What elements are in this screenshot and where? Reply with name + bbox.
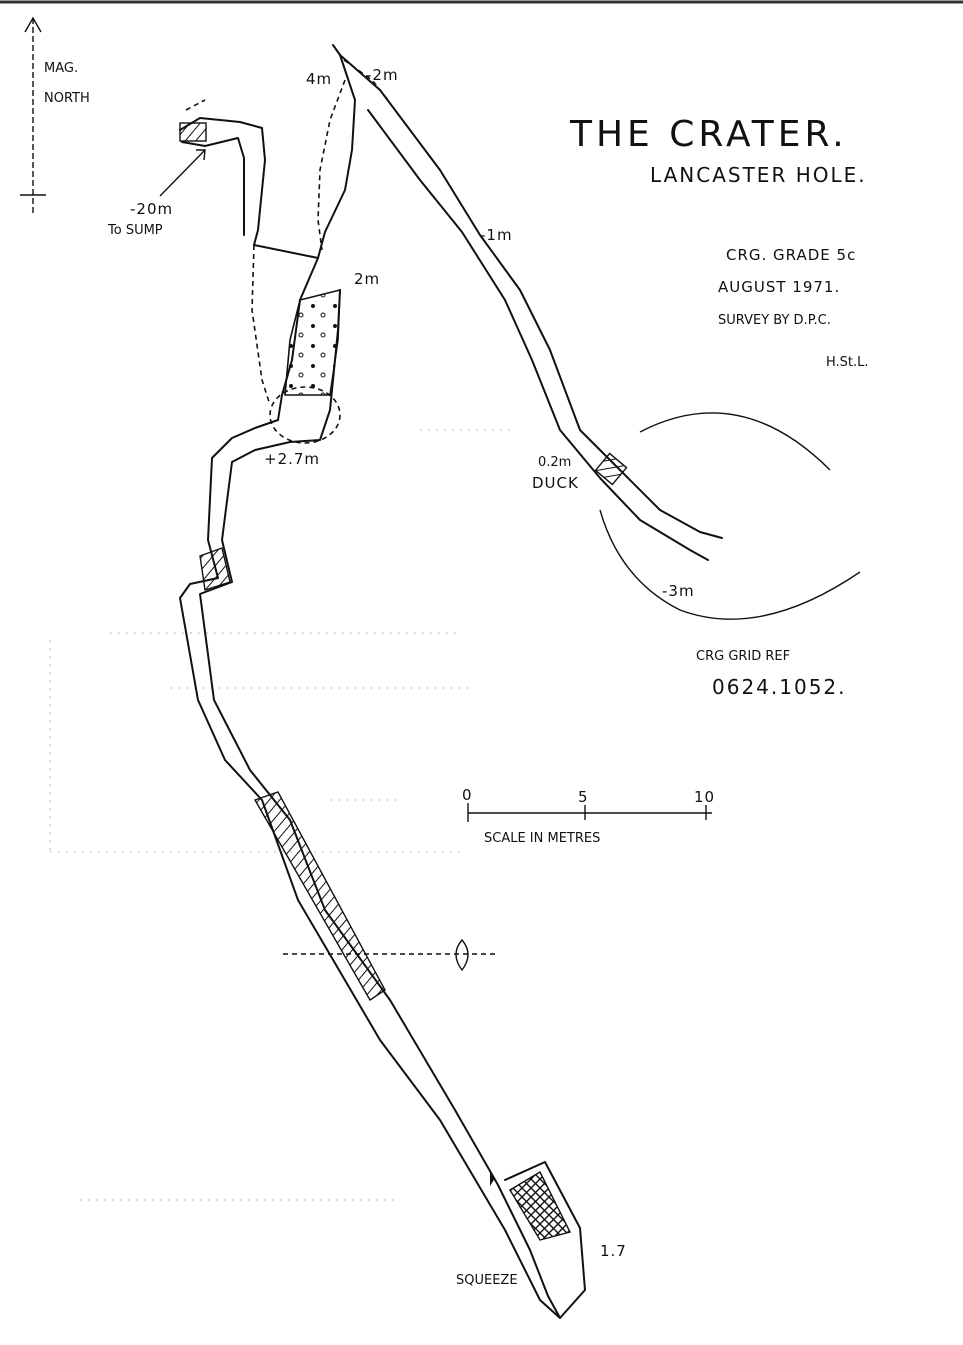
north-label-line2: NORTH <box>44 91 90 106</box>
hatch-section-1 <box>199 547 231 591</box>
duck-depth-label: 0.2m <box>538 455 571 470</box>
date-text: AUGUST 1971. <box>718 278 840 296</box>
passage-walls <box>179 44 861 1319</box>
height-27m-label: +2.7m <box>264 450 320 468</box>
height-4m-label: 4m <box>306 70 332 88</box>
duck-label: DUCK <box>532 474 579 492</box>
ghost-marks <box>49 429 510 1201</box>
sump-hatch <box>179 122 207 142</box>
scale-tick-10: 10 <box>694 788 715 806</box>
squeeze-label: SQUEEZE <box>456 1273 518 1288</box>
grid-ref-value: 0624.1052. <box>712 675 847 699</box>
survey-subtitle: LANCASTER HOLE. <box>650 163 867 187</box>
surveyor-text: SURVEY BY D.P.C. <box>718 313 831 328</box>
hatch-section-2 <box>253 791 386 1001</box>
annotations: -20m To SUMP 4m -2m 2m -1m +2.7m 0.2m DU… <box>107 66 695 1288</box>
height-17-label: 1.7 <box>600 1242 627 1260</box>
scale-label: SCALE IN METRES <box>484 831 600 846</box>
cross-section-line <box>283 938 496 972</box>
survey-title: THE CRATER. <box>569 114 848 155</box>
scale-bar: 0 5 10 SCALE IN METRES <box>462 786 715 846</box>
north-label-line1: MAG. <box>44 61 78 76</box>
height-2m-label: 2m <box>354 270 380 288</box>
surveyor-text-2: H.St.L. <box>826 355 869 370</box>
duck-hatch <box>594 452 628 486</box>
scale-tick-0: 0 <box>462 786 473 804</box>
crater-pool <box>269 386 341 444</box>
sump-depth-label: -20m <box>130 200 173 218</box>
depth-2m-label: -2m <box>366 66 399 84</box>
sump-note-label: To SUMP <box>107 223 163 238</box>
depth-3m-label: -3m <box>662 582 695 600</box>
depth-1m-label: -1m <box>480 226 513 244</box>
north-arrow: MAG. NORTH <box>20 16 90 215</box>
squeeze-crosshatch <box>509 1171 572 1241</box>
boulder-area <box>284 288 341 396</box>
grade-text: CRG. GRADE 5c <box>726 246 856 264</box>
grid-ref-label: CRG GRID REF <box>696 649 790 664</box>
scale-tick-5: 5 <box>578 788 589 806</box>
